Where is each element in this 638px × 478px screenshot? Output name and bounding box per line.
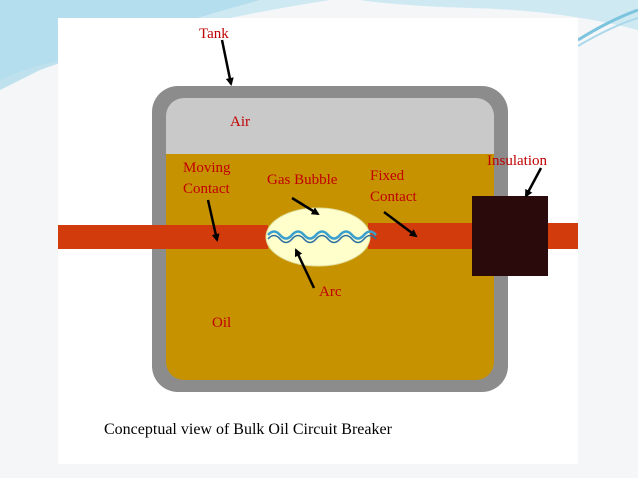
gas-bubble-label: Gas Bubble bbox=[267, 172, 338, 188]
moving-contact-label-line1: Moving bbox=[183, 160, 231, 176]
top-right-swoosh bbox=[360, 0, 638, 30]
oil-label: Oil bbox=[212, 315, 232, 331]
diagram-canvas: Tank Air Moving Contact Gas Bubble Fixed… bbox=[58, 18, 578, 464]
arc-label: Arc bbox=[319, 284, 342, 300]
oil-region bbox=[166, 154, 494, 380]
moving-contact-label-line2: Contact bbox=[183, 181, 230, 197]
tank-label: Tank bbox=[199, 26, 229, 42]
air-label: Air bbox=[230, 114, 250, 130]
moving-contact-arrow bbox=[206, 199, 220, 242]
arc-arrow bbox=[294, 248, 316, 289]
fixed-contact-label-line2: Contact bbox=[370, 189, 417, 205]
gas-bubble-arrow bbox=[291, 196, 320, 216]
diagram-caption: Conceptual view of Bulk Oil Circuit Brea… bbox=[104, 421, 392, 438]
insulation-block bbox=[472, 196, 548, 276]
fixed-contact-label-line1: Fixed bbox=[370, 168, 405, 184]
arc-wave bbox=[267, 230, 377, 240]
fixed-contact-arrow bbox=[383, 211, 418, 238]
tank-arrow bbox=[220, 39, 234, 86]
moving-contact-rod bbox=[58, 225, 268, 249]
insulation-arrow bbox=[524, 167, 543, 198]
insulation-label: Insulation bbox=[487, 153, 547, 169]
circuit-breaker-diagram bbox=[58, 39, 578, 392]
